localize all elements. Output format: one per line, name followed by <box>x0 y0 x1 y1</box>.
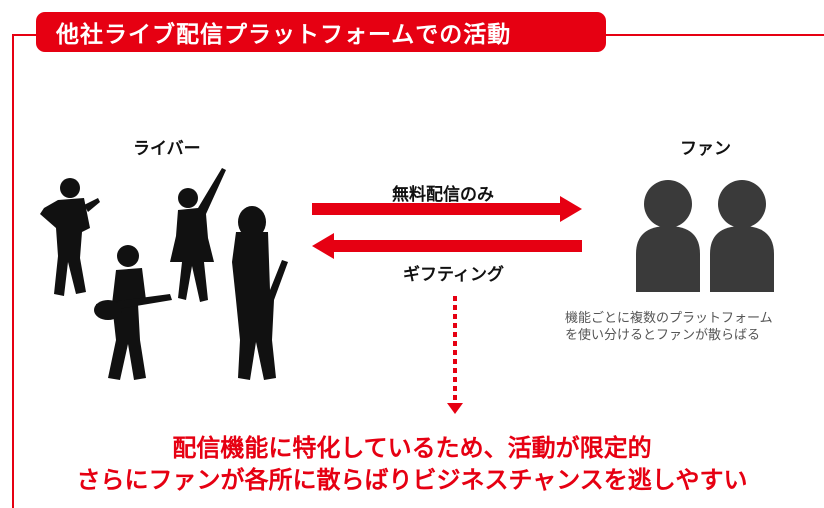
title-banner: 他社ライブ配信プラットフォームでの活動 <box>36 12 606 52</box>
conclusion-line-2: さらにファンが各所に散らばりビジネスチャンスを逃しやすい <box>76 466 748 494</box>
arrow-free-streaming-label: 無料配信のみ <box>392 185 494 205</box>
liver-silhouettes-icon <box>40 168 288 380</box>
fan-note-line-2: を使い分けるとファンが散らばる <box>565 328 761 343</box>
fan-note-line-1: 機能ごとに複数のプラットフォーム <box>565 311 773 326</box>
singer-silhouette-1 <box>40 178 100 296</box>
dotted-down-arrow <box>447 296 463 414</box>
frame-left-border <box>12 34 14 508</box>
fan-note: 機能ごとに複数のプラットフォーム を使い分けるとファンが散らばる <box>565 310 824 344</box>
conclusion-line-1: 配信機能に特化しているため、活動が限定的 <box>172 434 652 462</box>
singer-silhouette-2 <box>232 206 288 380</box>
guitarist-silhouette <box>94 245 172 380</box>
dancer-silhouette <box>170 168 226 302</box>
fan-person-icon <box>710 180 774 292</box>
liver-label: ライバー <box>133 139 201 159</box>
fan-person-icon <box>636 180 700 292</box>
fan-label: ファン <box>680 139 731 159</box>
arrow-gifting-label: ギフティング <box>403 265 504 285</box>
title-text: 他社ライブ配信プラットフォームでの活動 <box>56 22 512 48</box>
arrow-left <box>312 233 582 259</box>
arrow-right <box>312 196 582 222</box>
fan-person-icons <box>636 180 774 292</box>
